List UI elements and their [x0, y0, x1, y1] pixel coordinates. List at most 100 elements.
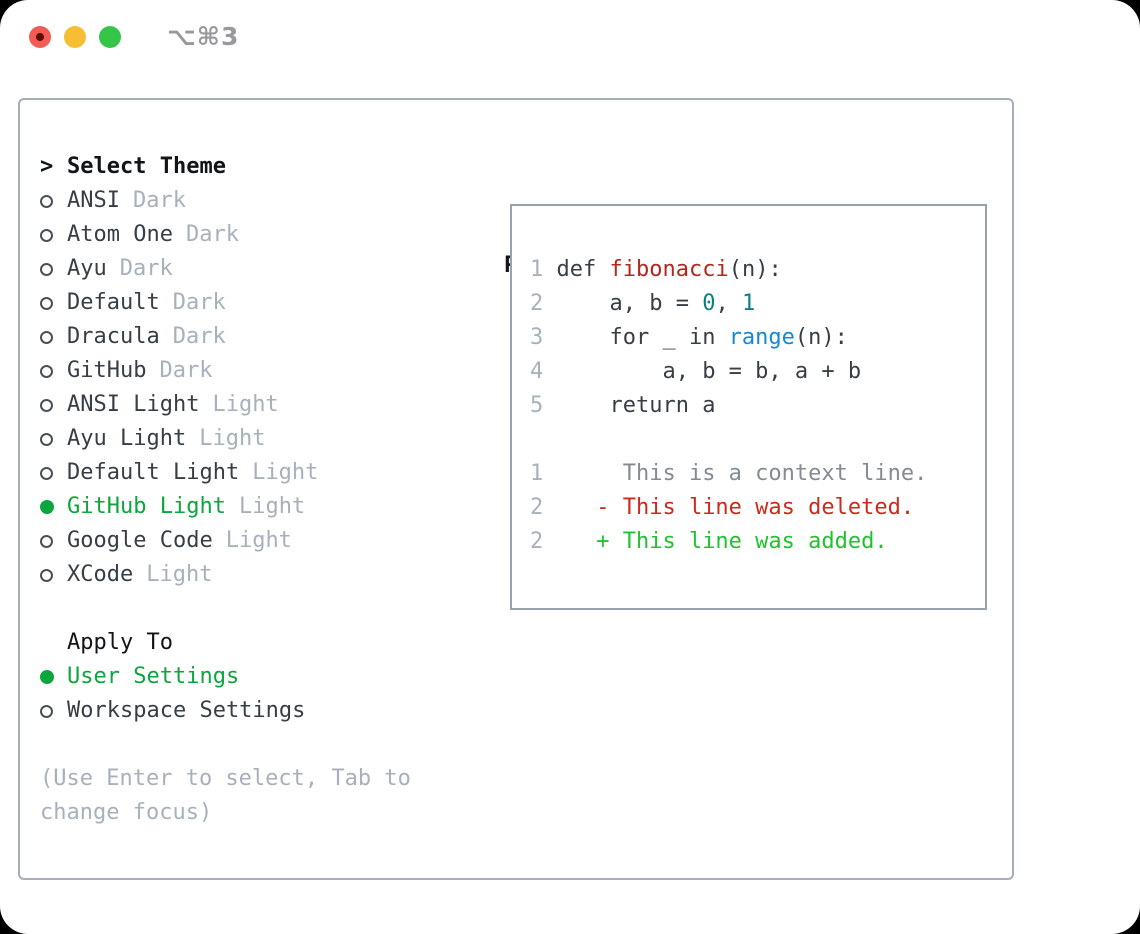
apply-option-label: User Settings [67, 664, 240, 689]
theme-item-github-light[interactable]: GitHub Light Light [40, 490, 480, 524]
titlebar: ⌥⌘3 [0, 0, 1140, 74]
theme-name: Default [67, 290, 160, 315]
apply-to-header: Apply To [40, 626, 480, 660]
radio-selected-icon [40, 670, 54, 684]
theme-list-header: > Select Theme [40, 150, 480, 184]
line-number: 1 [530, 461, 544, 486]
token-number-literal: 1 [741, 291, 756, 316]
minimize-button[interactable] [64, 26, 86, 48]
apply-to-label: Apply To [67, 630, 173, 655]
radio-icon [40, 568, 53, 582]
theme-variant: Dark [119, 256, 173, 281]
line-number: 2 [530, 495, 544, 520]
zoom-button[interactable] [99, 26, 121, 48]
radio-icon [40, 364, 53, 378]
code-line: 5 return a [530, 389, 985, 423]
theme-item-ayu-dark[interactable]: Ayu Dark [40, 252, 480, 286]
apply-option-workspace-settings[interactable]: Workspace Settings [40, 694, 480, 728]
theme-item-default-dark[interactable]: Default Dark [40, 286, 480, 320]
theme-name: ANSI [67, 188, 120, 213]
theme-name: Ayu [67, 256, 107, 281]
token: return a [543, 393, 716, 418]
selection-arrow-icon: > [40, 154, 54, 179]
token: a, b = b, a + b [543, 359, 862, 384]
keyboard-hint: (Use Enter to select, Tab to change focu… [40, 766, 411, 825]
theme-item-github-dark[interactable]: GitHub Dark [40, 354, 480, 388]
theme-item-default-light[interactable]: Default Light Light [40, 456, 480, 490]
theme-variant: Dark [185, 222, 239, 247]
code-line: 1 def fibonacci(n): [530, 253, 985, 287]
radio-icon [40, 534, 53, 548]
preview-box: 1 def fibonacci(n): 2 a, b = 0, 1 3 for … [510, 204, 987, 610]
radio-icon [40, 262, 53, 276]
radio-icon [40, 228, 53, 242]
theme-item-dracula-dark[interactable]: Dracula Dark [40, 320, 480, 354]
theme-name: GitHub Light [67, 494, 226, 519]
theme-item-atom-one-dark[interactable]: Atom One Dark [40, 218, 480, 252]
theme-item-xcode-light[interactable]: XCode Light [40, 558, 480, 592]
theme-variant: Light [252, 460, 319, 485]
radio-icon [40, 398, 53, 412]
theme-variant: Dark [159, 358, 213, 383]
theme-variant: Light [146, 562, 213, 587]
radio-selected-icon [40, 500, 54, 514]
theme-item-ansi-light[interactable]: ANSI Light Light [40, 388, 480, 422]
diff-deleted-text: - This line was deleted. [543, 495, 915, 520]
theme-variant: Light [212, 392, 279, 417]
line-number: 5 [530, 393, 544, 418]
apply-option-label: Workspace Settings [67, 698, 306, 723]
line-number: 1 [530, 257, 544, 282]
diff-line-added: 2 + This line was added. [530, 525, 985, 559]
theme-name: Default Light [67, 460, 240, 485]
radio-icon [40, 704, 53, 718]
diff-line-deleted: 2 - This line was deleted. [530, 491, 985, 525]
window-title-shortcut: ⌥⌘3 [167, 22, 240, 51]
radio-icon [40, 296, 53, 310]
code-line: 2 a, b = 0, 1 [530, 287, 985, 321]
theme-picker-panel: > Select Theme ANSI Dark Atom One Dark A… [18, 98, 1014, 880]
blank-line [530, 423, 985, 457]
diff-line-context: 1 This is a context line. [530, 457, 985, 491]
radio-icon [40, 432, 53, 446]
theme-name: XCode [67, 562, 134, 587]
theme-item-google-code-light[interactable]: Google Code Light [40, 524, 480, 558]
theme-list: > Select Theme ANSI Dark Atom One Dark A… [40, 150, 480, 830]
diff-context-text: This is a context line. [543, 461, 928, 486]
radio-icon [40, 330, 53, 344]
line-number: 2 [530, 291, 544, 316]
line-number: 2 [530, 529, 544, 554]
theme-variant: Light [225, 528, 292, 553]
radio-icon [40, 466, 53, 480]
token: (n): [794, 325, 848, 350]
theme-list-title: Select Theme [67, 154, 226, 179]
token: for _ in [543, 325, 729, 350]
code-line: 4 a, b = b, a + b [530, 355, 985, 389]
diff-added-text: + This line was added. [543, 529, 888, 554]
theme-variant: Light [199, 426, 266, 451]
close-button[interactable] [29, 26, 51, 48]
theme-name: Ayu Light [67, 426, 187, 451]
theme-name: Google Code [67, 528, 213, 553]
theme-item-ansi-dark[interactable]: ANSI Dark [40, 184, 480, 218]
code-line: 3 for _ in range(n): [530, 321, 985, 355]
token-builtin: range [728, 325, 795, 350]
token-function: fibonacci [609, 257, 729, 282]
theme-name: GitHub [67, 358, 147, 383]
token: def [543, 257, 610, 282]
apply-option-user-settings[interactable]: User Settings [40, 660, 480, 694]
theme-name: ANSI Light [67, 392, 200, 417]
radio-icon [40, 194, 53, 208]
token: (n): [728, 257, 782, 282]
theme-name: Atom One [67, 222, 173, 247]
token: a, b = [543, 291, 703, 316]
theme-variant: Light [238, 494, 306, 519]
token: , [715, 291, 742, 316]
theme-variant: Dark [132, 188, 186, 213]
theme-variant: Dark [172, 290, 226, 315]
theme-item-ayu-light[interactable]: Ayu Light Light [40, 422, 480, 456]
token-number-literal: 0 [702, 291, 716, 316]
theme-name: Dracula [67, 324, 160, 349]
line-number: 3 [530, 325, 544, 350]
theme-variant: Dark [172, 324, 226, 349]
